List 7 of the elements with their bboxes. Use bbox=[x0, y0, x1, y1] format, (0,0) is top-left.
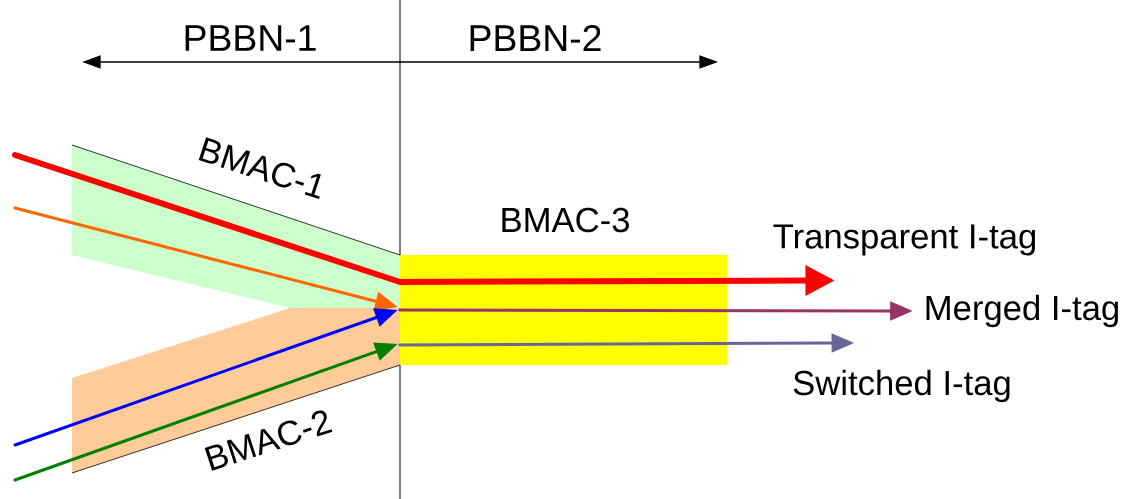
tag-label: Transparent I-tag bbox=[773, 224, 1036, 256]
node-label: BMAC-3 bbox=[502, 207, 629, 233]
dimension-label: PBBN-1 bbox=[185, 25, 316, 51]
tag-label: Merged I-tag bbox=[926, 294, 1118, 328]
tag-label: Switched I-tag bbox=[793, 369, 1010, 403]
dimension-label: PBBN-2 bbox=[470, 25, 601, 52]
box: BMAC-3 bbox=[400, 207, 727, 365]
